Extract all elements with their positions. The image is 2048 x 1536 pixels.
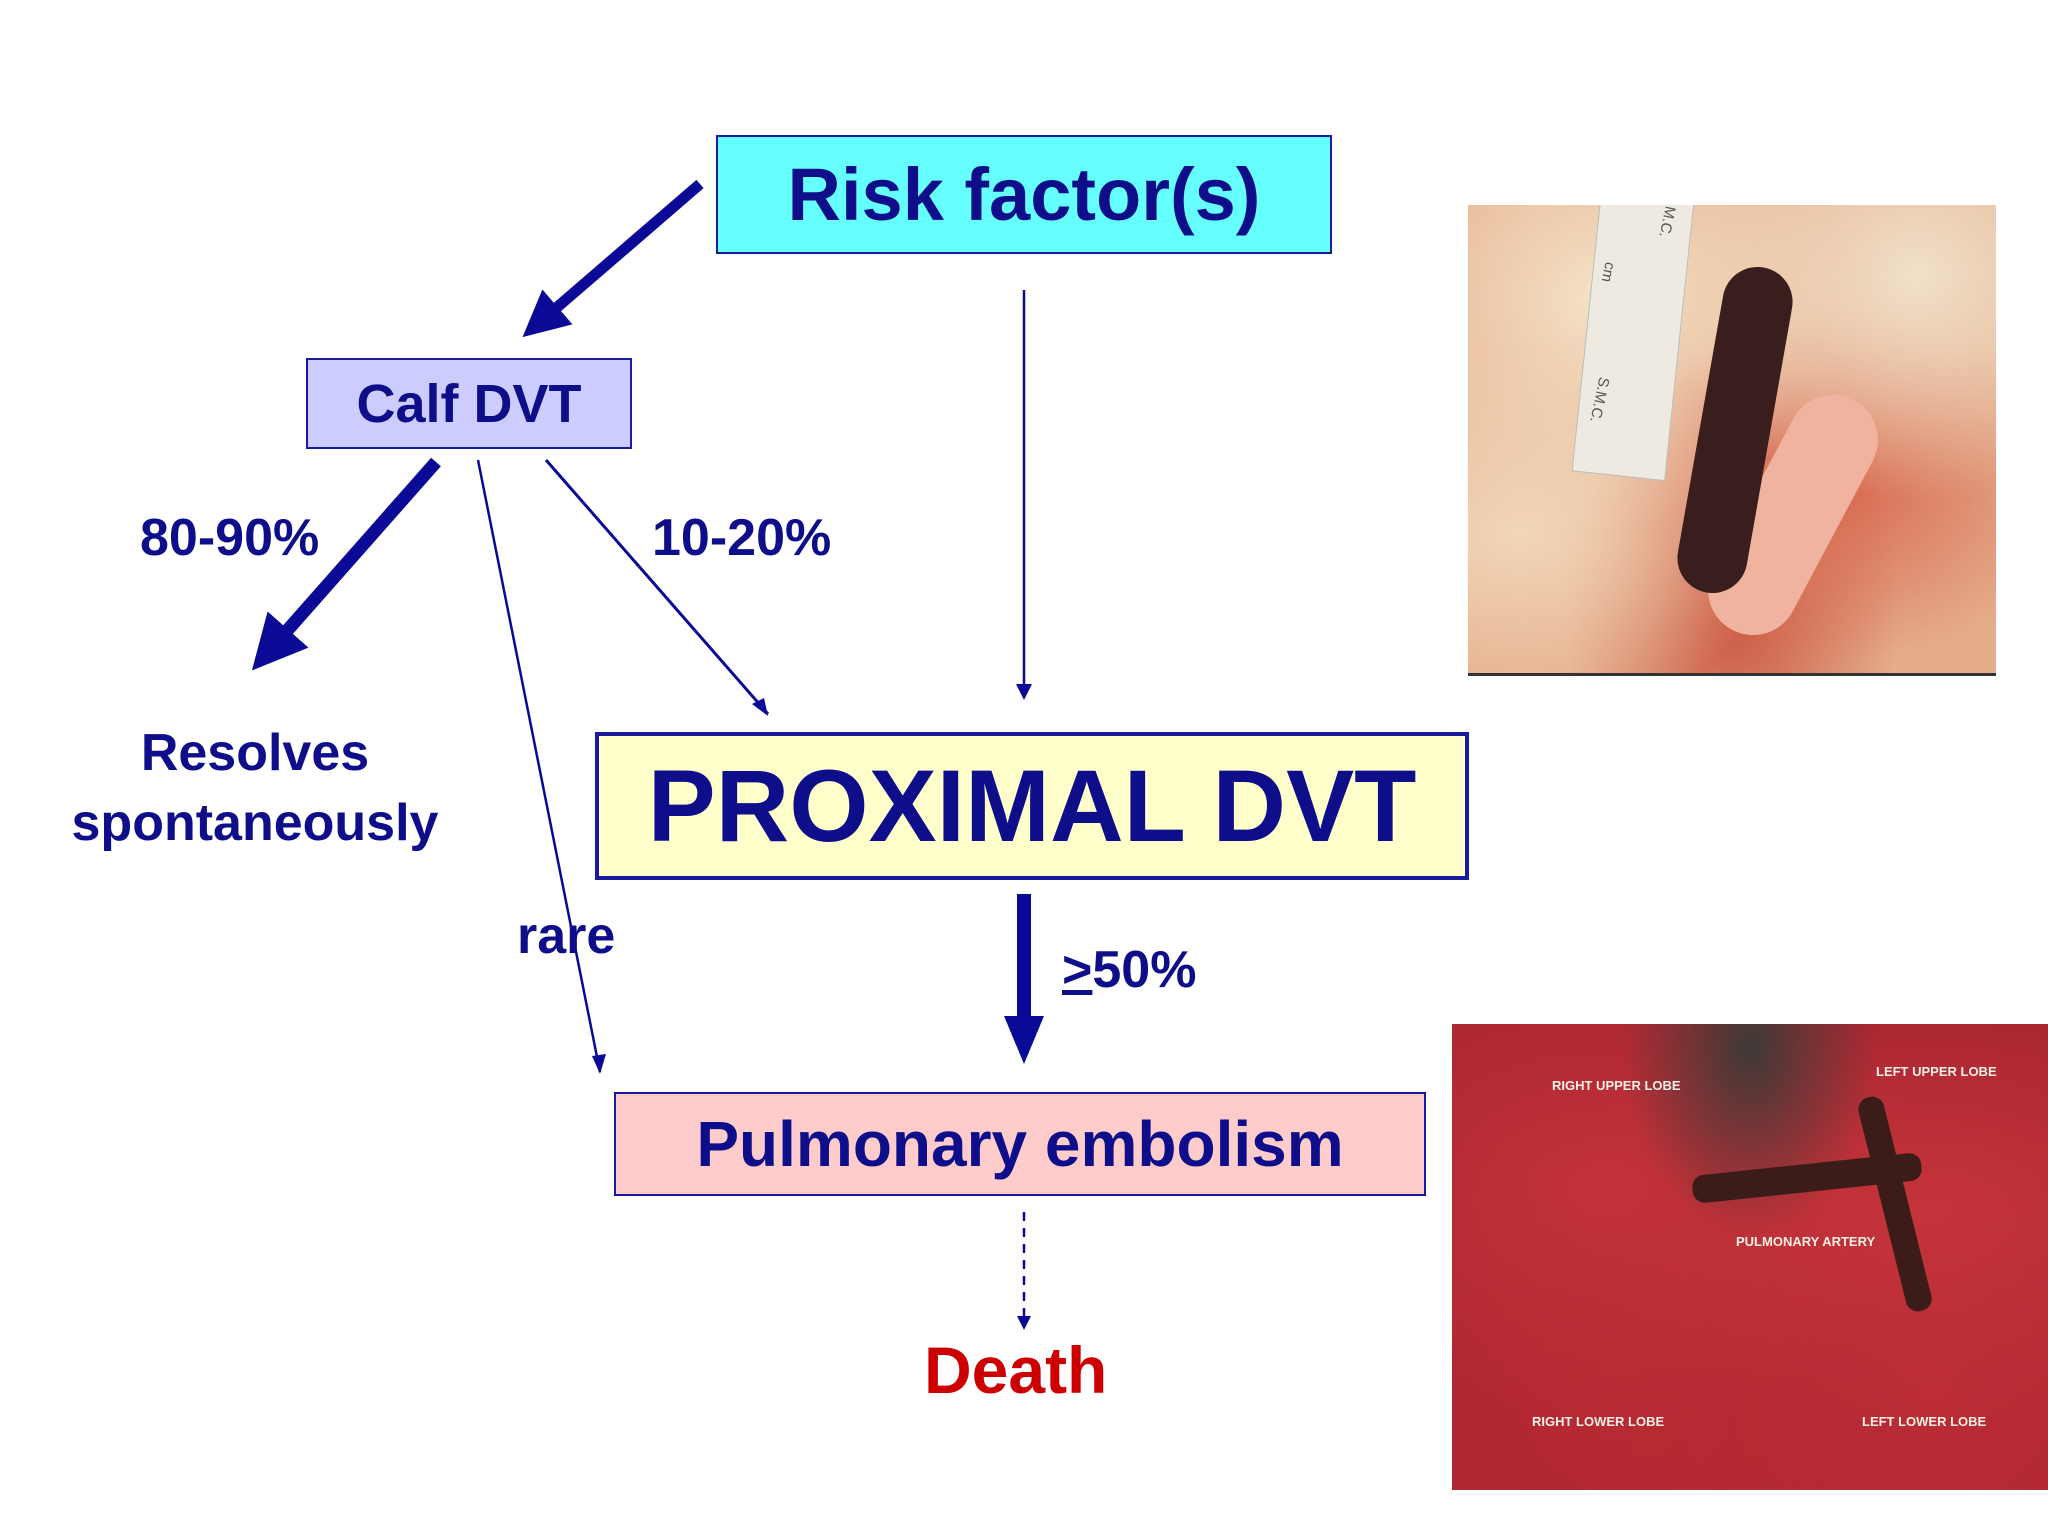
arrow-pe-to-death-head [1017,1316,1031,1330]
lung-embolism-photo: RIGHT UPPER LOBE LEFT UPPER LOBE PULMONA… [1452,1024,2048,1490]
arrow-proximal-to-pe-head [1004,1016,1044,1064]
ruler-unit: cm [1597,260,1619,284]
venous-thrombus-photo: M.C. cm S.M.C. [1468,205,1996,676]
left-upper-lobe-label: LEFT UPPER LOBE [1876,1064,1997,1079]
ruler-text-1: M.C. [1655,205,1679,240]
left-lower-lobe-label: LEFT LOWER LOBE [1862,1414,1987,1429]
rare-label: rare [517,907,616,965]
pulmonary-artery-label: PULMONARY ARTERY [1736,1234,1876,1249]
proximal-dvt-box: PROXIMAL DVT [595,732,1469,880]
pulmonary-embolism-label: Pulmonary embolism [696,1108,1344,1180]
resolves-spontaneously-label: Resolves spontaneously [40,718,470,858]
arrow-calf-to-pe-head [592,1054,606,1074]
right-lower-lobe-label: RIGHT LOWER LOBE [1532,1414,1665,1429]
proximal-percentage-label: 10-20% [652,509,832,567]
proximal-dvt-label: PROXIMAL DVT [647,748,1417,863]
resolves-line-2: spontaneously [71,794,439,852]
resolves-percentage-label: 80-90% [140,509,320,567]
arrow-calf-to-pe [476,459,602,1073]
resolves-line-1: Resolves [140,724,370,782]
arrow-calf-to-proximal [544,459,770,715]
ruler-text-2: S.M.C. [1586,375,1613,424]
arrow-calf-to-resolves [251,457,441,671]
arrow-calf-to-proximal-head [752,698,768,716]
pe-percentage-label: >50% [1062,940,1196,1000]
arrow-risk-to-proximal-head [1016,684,1032,700]
arrow-risk-to-calf [522,179,704,338]
risk-factors-box: Risk factor(s) [716,135,1332,254]
greater-equal-sign: > [1062,941,1093,999]
pe-percentage-value: 50% [1092,941,1197,999]
right-upper-lobe-label: RIGHT UPPER LOBE [1552,1078,1681,1093]
pulmonary-embolism-box: Pulmonary embolism [614,1092,1426,1196]
calf-dvt-box: Calf DVT [306,358,632,449]
calf-dvt-label: Calf DVT [356,373,582,434]
risk-factors-label: Risk factor(s) [787,153,1261,236]
death-label: Death [924,1333,1108,1407]
ruler: M.C. cm S.M.C. [1571,205,1695,482]
pulmonary-artery-clot-branch [1855,1094,1935,1314]
